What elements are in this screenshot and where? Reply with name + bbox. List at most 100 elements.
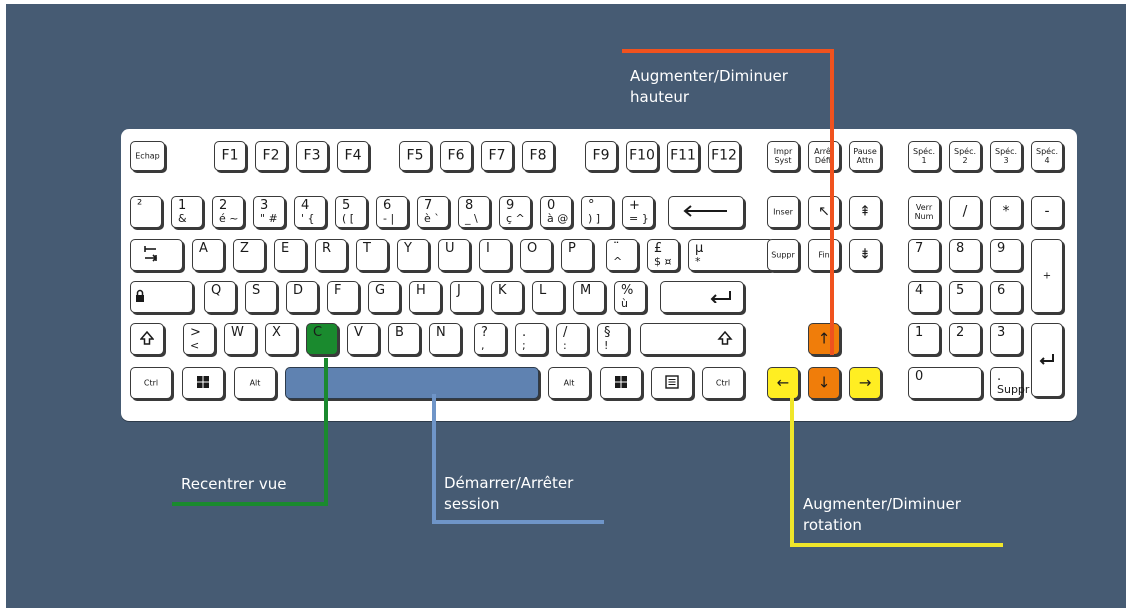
key-ctrl-left[interactable]: Ctrl xyxy=(130,367,172,399)
key-shift-row-2[interactable]: X xyxy=(265,323,297,355)
key-f9[interactable]: F9 xyxy=(585,141,617,171)
key-letter-s[interactable]: S xyxy=(245,281,277,313)
key-win-left[interactable] xyxy=(182,367,224,399)
key-shift-right[interactable] xyxy=(640,323,744,355)
key-num-row-8[interactable]: 8_ \ xyxy=(458,196,490,228)
key-numpad-dot[interactable]: .Suppr xyxy=(990,367,1029,399)
key-numpad-top-0[interactable]: Verr Num xyxy=(908,196,940,228)
key-nav-mid-1[interactable]: Fin xyxy=(808,239,840,271)
key-numpad-top-1[interactable]: / xyxy=(949,196,981,228)
key-numpad-9[interactable]: 9 xyxy=(990,239,1022,271)
key-letter-q[interactable]: Q xyxy=(204,281,236,313)
key-f8[interactable]: F8 xyxy=(522,141,554,171)
key-f4[interactable]: F4 xyxy=(337,141,369,171)
key-enter[interactable] xyxy=(660,281,744,313)
key-numpad-8[interactable]: 8 xyxy=(949,239,981,271)
key-backspace[interactable] xyxy=(668,196,744,228)
key-letter-k[interactable]: K xyxy=(491,281,523,313)
key-f7[interactable]: F7 xyxy=(481,141,513,171)
key-nav-top-1[interactable]: ↖ xyxy=(808,196,840,228)
key-letter-p[interactable]: P xyxy=(561,239,593,271)
key-tab-extra-2[interactable]: µ* xyxy=(688,239,774,271)
key-shift-row-7[interactable]: ?, xyxy=(474,323,506,355)
key-arrow-right[interactable]: → xyxy=(849,367,881,399)
key-letter-i[interactable]: I xyxy=(479,239,511,271)
key-num-row-4[interactable]: 4' { xyxy=(294,196,326,228)
key-f5[interactable]: F5 xyxy=(399,141,431,171)
key-letter-z[interactable]: Z xyxy=(233,239,265,271)
key-shift-row-5[interactable]: B xyxy=(388,323,420,355)
key-shift-row-10[interactable]: §! xyxy=(597,323,629,355)
key-letter-l[interactable]: L xyxy=(532,281,564,313)
key-numpad-top-3[interactable]: - xyxy=(1031,196,1063,228)
key-ctrl-right[interactable]: Ctrl xyxy=(702,367,744,399)
key-num-row-3[interactable]: 3" # xyxy=(253,196,285,228)
key-arrow-up[interactable]: ↑ xyxy=(808,323,840,355)
key-num-row-12[interactable]: += } xyxy=(622,196,654,228)
key-menu[interactable] xyxy=(651,367,693,399)
key-numpad-enter[interactable] xyxy=(1031,323,1063,397)
key-letter-f[interactable]: F xyxy=(327,281,359,313)
key-tab[interactable] xyxy=(130,239,183,271)
key-shift-row-9[interactable]: /: xyxy=(556,323,588,355)
key-spec-4[interactable]: Spéc. 4 xyxy=(1031,141,1063,171)
key-letter-j[interactable]: J xyxy=(450,281,482,313)
key-numpad-top-2[interactable]: * xyxy=(990,196,1022,228)
key-numpad-1[interactable]: 1 xyxy=(908,323,940,355)
key-shift-row-6[interactable]: N xyxy=(429,323,461,355)
key-percent[interactable]: %ù xyxy=(614,281,646,313)
key-f11[interactable]: F11 xyxy=(667,141,699,171)
key-altgr[interactable]: Alt xyxy=(548,367,590,399)
key-system-3[interactable]: Pause Attn xyxy=(849,141,881,171)
key-spec-3[interactable]: Spéc. 3 xyxy=(990,141,1022,171)
key-nav-top-0[interactable]: Inser xyxy=(767,196,799,228)
key-numpad-plus[interactable]: + xyxy=(1031,239,1063,313)
key-system-2[interactable]: Arrêt Défil xyxy=(808,141,840,171)
key-arrow-down[interactable]: ↓ xyxy=(808,367,840,399)
key-letter-h[interactable]: H xyxy=(409,281,441,313)
key-nav-mid-0[interactable]: Suppr xyxy=(767,239,799,271)
key-shift-row-4[interactable]: V xyxy=(347,323,379,355)
key-numpad-5[interactable]: 5 xyxy=(949,281,981,313)
key-arrow-left[interactable]: ← xyxy=(767,367,799,399)
key-shift-left[interactable] xyxy=(130,323,164,355)
key-letter-d[interactable]: D xyxy=(286,281,318,313)
key-letter-o[interactable]: O xyxy=(520,239,552,271)
key-alt-left[interactable]: Alt xyxy=(234,367,276,399)
key-shift-row-3[interactable]: C xyxy=(306,323,338,355)
key-tab-extra-1[interactable]: £$ ¤ xyxy=(647,239,679,271)
key-numpad-0[interactable]: 0 xyxy=(908,367,982,399)
key-letter-g[interactable]: G xyxy=(368,281,400,313)
key-letter-y[interactable]: Y xyxy=(397,239,429,271)
key-letter-r[interactable]: R xyxy=(315,239,347,271)
key-numpad-3[interactable]: 3 xyxy=(990,323,1022,355)
key-f10[interactable]: F10 xyxy=(626,141,658,171)
key-system-1[interactable]: Impr Syst xyxy=(767,141,799,171)
key-letter-u[interactable]: U xyxy=(438,239,470,271)
key-letter-t[interactable]: T xyxy=(356,239,388,271)
key-spec-1[interactable]: Spéc. 1 xyxy=(908,141,940,171)
key-letter-m[interactable]: M xyxy=(573,281,605,313)
key-shift-row-0[interactable]: >< xyxy=(183,323,215,355)
key-spec-2[interactable]: Spéc. 2 xyxy=(949,141,981,171)
key-f2[interactable]: F2 xyxy=(255,141,287,171)
key-shift-row-8[interactable]: .; xyxy=(515,323,547,355)
key-num-row-6[interactable]: 6- | xyxy=(376,196,408,228)
key-letter-a[interactable]: A xyxy=(192,239,224,271)
key-num-row-5[interactable]: 5( [ xyxy=(335,196,367,228)
key-f6[interactable]: F6 xyxy=(440,141,472,171)
key-num-row-0[interactable]: ² xyxy=(130,196,162,228)
key-letter-e[interactable]: E xyxy=(274,239,306,271)
key-numpad-6[interactable]: 6 xyxy=(990,281,1022,313)
key-capslock[interactable] xyxy=(130,281,193,313)
key-nav-top-2[interactable]: ⇞ xyxy=(849,196,881,228)
key-numpad-4[interactable]: 4 xyxy=(908,281,940,313)
key-numpad-2[interactable]: 2 xyxy=(949,323,981,355)
key-num-row-11[interactable]: °) ] xyxy=(581,196,613,228)
key-num-row-1[interactable]: 1& xyxy=(171,196,203,228)
key-tab-extra-0[interactable]: ¨^ xyxy=(606,239,638,271)
